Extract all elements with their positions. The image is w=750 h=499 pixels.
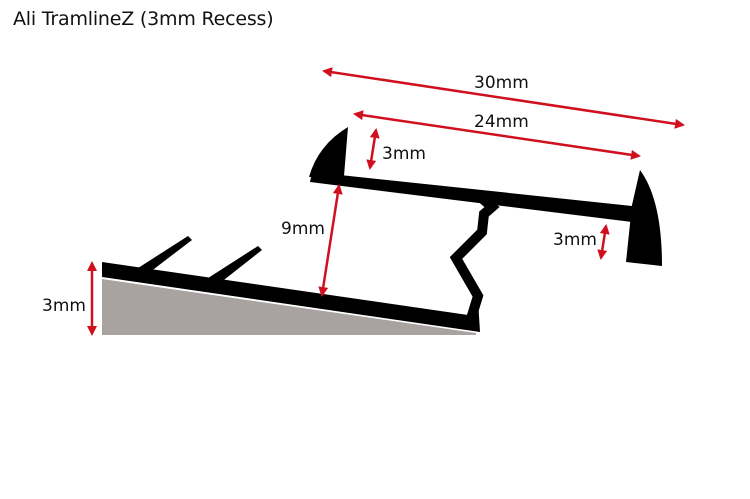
label-left-lip-3mm: 3mm xyxy=(382,144,426,164)
label-9mm: 9mm xyxy=(281,219,325,239)
label-substrate-3mm: 3mm xyxy=(42,296,86,316)
profile-right-cap xyxy=(626,170,662,266)
profile-top-bar xyxy=(310,172,632,222)
label-right-lip-3mm: 3mm xyxy=(553,230,597,250)
dimension-arrow-left-lip-3mm xyxy=(366,128,380,170)
label-30mm: 30mm xyxy=(474,73,529,93)
substrate-wedge xyxy=(102,279,476,335)
label-24mm: 24mm xyxy=(474,112,529,132)
gripper-fin-1 xyxy=(135,236,192,272)
profile-base-bar xyxy=(102,262,480,332)
diagram-title: Ali TramlineZ (3mm Recess) xyxy=(13,8,274,30)
profile-left-cap xyxy=(309,127,348,177)
dimension-arrow-9mm xyxy=(318,184,343,297)
dimension-arrow-right-lip-3mm xyxy=(597,224,610,260)
dimension-arrow-24mm xyxy=(353,110,641,160)
profile-web xyxy=(449,191,500,324)
gripper-fin-2 xyxy=(205,246,262,283)
